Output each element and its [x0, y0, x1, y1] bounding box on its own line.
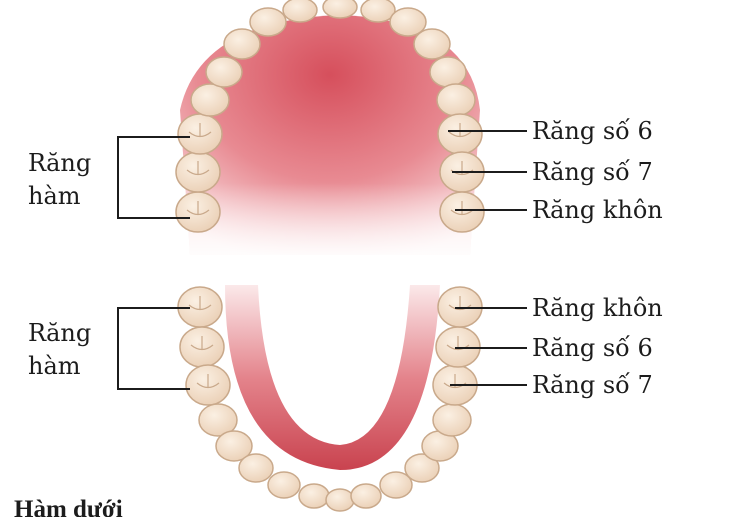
lower-tooth [179, 326, 225, 368]
upper-tooth [429, 56, 467, 88]
upper-tooth [175, 191, 221, 233]
upper-label-wisdom-tooth: Răng khôn [532, 196, 663, 224]
lower-tooth [350, 483, 382, 509]
lower-tooth [432, 403, 472, 437]
lower-tooth [379, 471, 413, 499]
upper-tooth [175, 151, 221, 193]
upper-tooth [439, 191, 485, 233]
lower-left-label-line1: Răng [28, 319, 92, 347]
lower-tooth [198, 403, 238, 437]
lower-left-label-line2: hàm [28, 352, 81, 380]
lower-tooth [325, 488, 355, 512]
upper-tooth [223, 28, 261, 60]
lower-tooth [238, 453, 274, 483]
lower-tooth [185, 364, 231, 406]
upper-tooth [190, 83, 230, 117]
lower-jaw-caption: Hàm dưới [14, 496, 123, 517]
upper-label-tooth-7: Răng số 7 [532, 158, 653, 186]
upper-teeth [175, 0, 485, 233]
lower-gum [225, 285, 440, 470]
lower-tooth [404, 453, 440, 483]
upper-left-label-line2: hàm [28, 182, 81, 210]
upper-tooth [437, 113, 483, 155]
lower-left-bracket [117, 307, 190, 390]
leader-lines [117, 130, 527, 390]
upper-tooth [322, 0, 358, 19]
upper-tooth [360, 0, 396, 23]
upper-tooth [177, 113, 223, 155]
upper-left-label-line1: Răng [28, 149, 92, 177]
upper-label-tooth-6: Răng số 6 [532, 117, 653, 145]
lower-tooth [298, 483, 330, 509]
upper-tooth [282, 0, 318, 23]
lower-tooth [267, 471, 301, 499]
upper-palate [180, 15, 480, 255]
upper-left-bracket [117, 136, 190, 219]
upper-tooth [249, 7, 287, 37]
lower-label-tooth-7: Răng số 7 [532, 371, 653, 399]
upper-tooth [389, 7, 427, 37]
lower-tooth [215, 430, 253, 462]
upper-tooth [413, 28, 451, 60]
lower-label-wisdom-tooth: Răng khôn [532, 294, 663, 322]
upper-tooth [205, 56, 243, 88]
upper-tooth [436, 83, 476, 117]
lower-label-tooth-6: Răng số 6 [532, 334, 653, 362]
